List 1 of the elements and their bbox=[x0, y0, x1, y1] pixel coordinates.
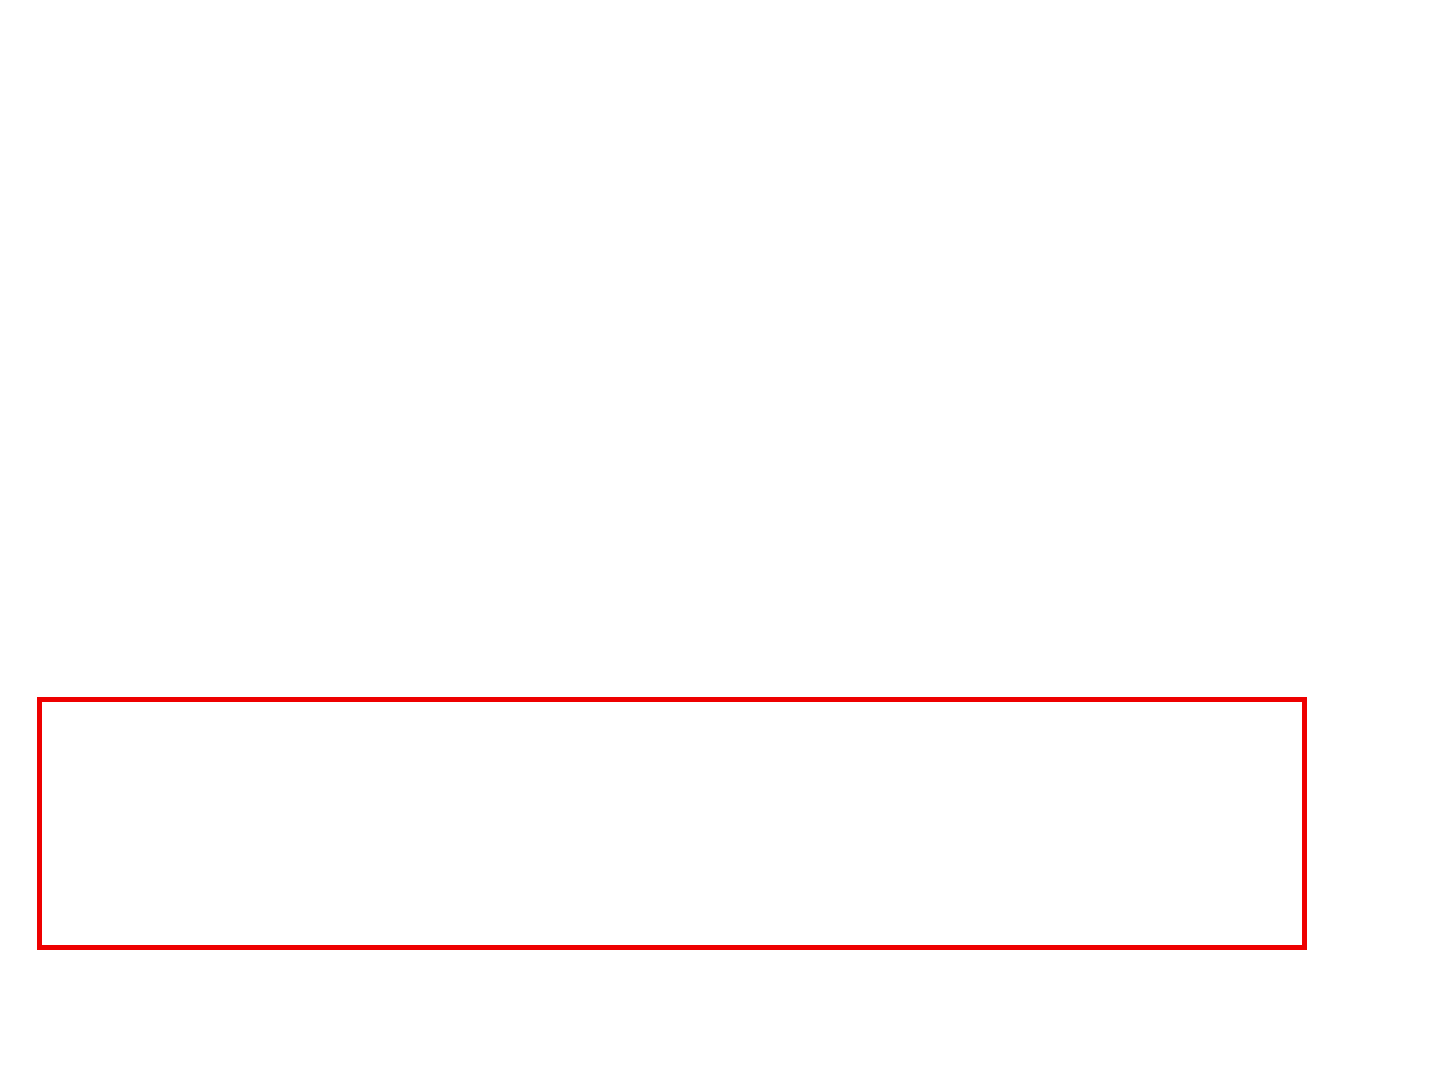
empty-box bbox=[37, 697, 1307, 950]
